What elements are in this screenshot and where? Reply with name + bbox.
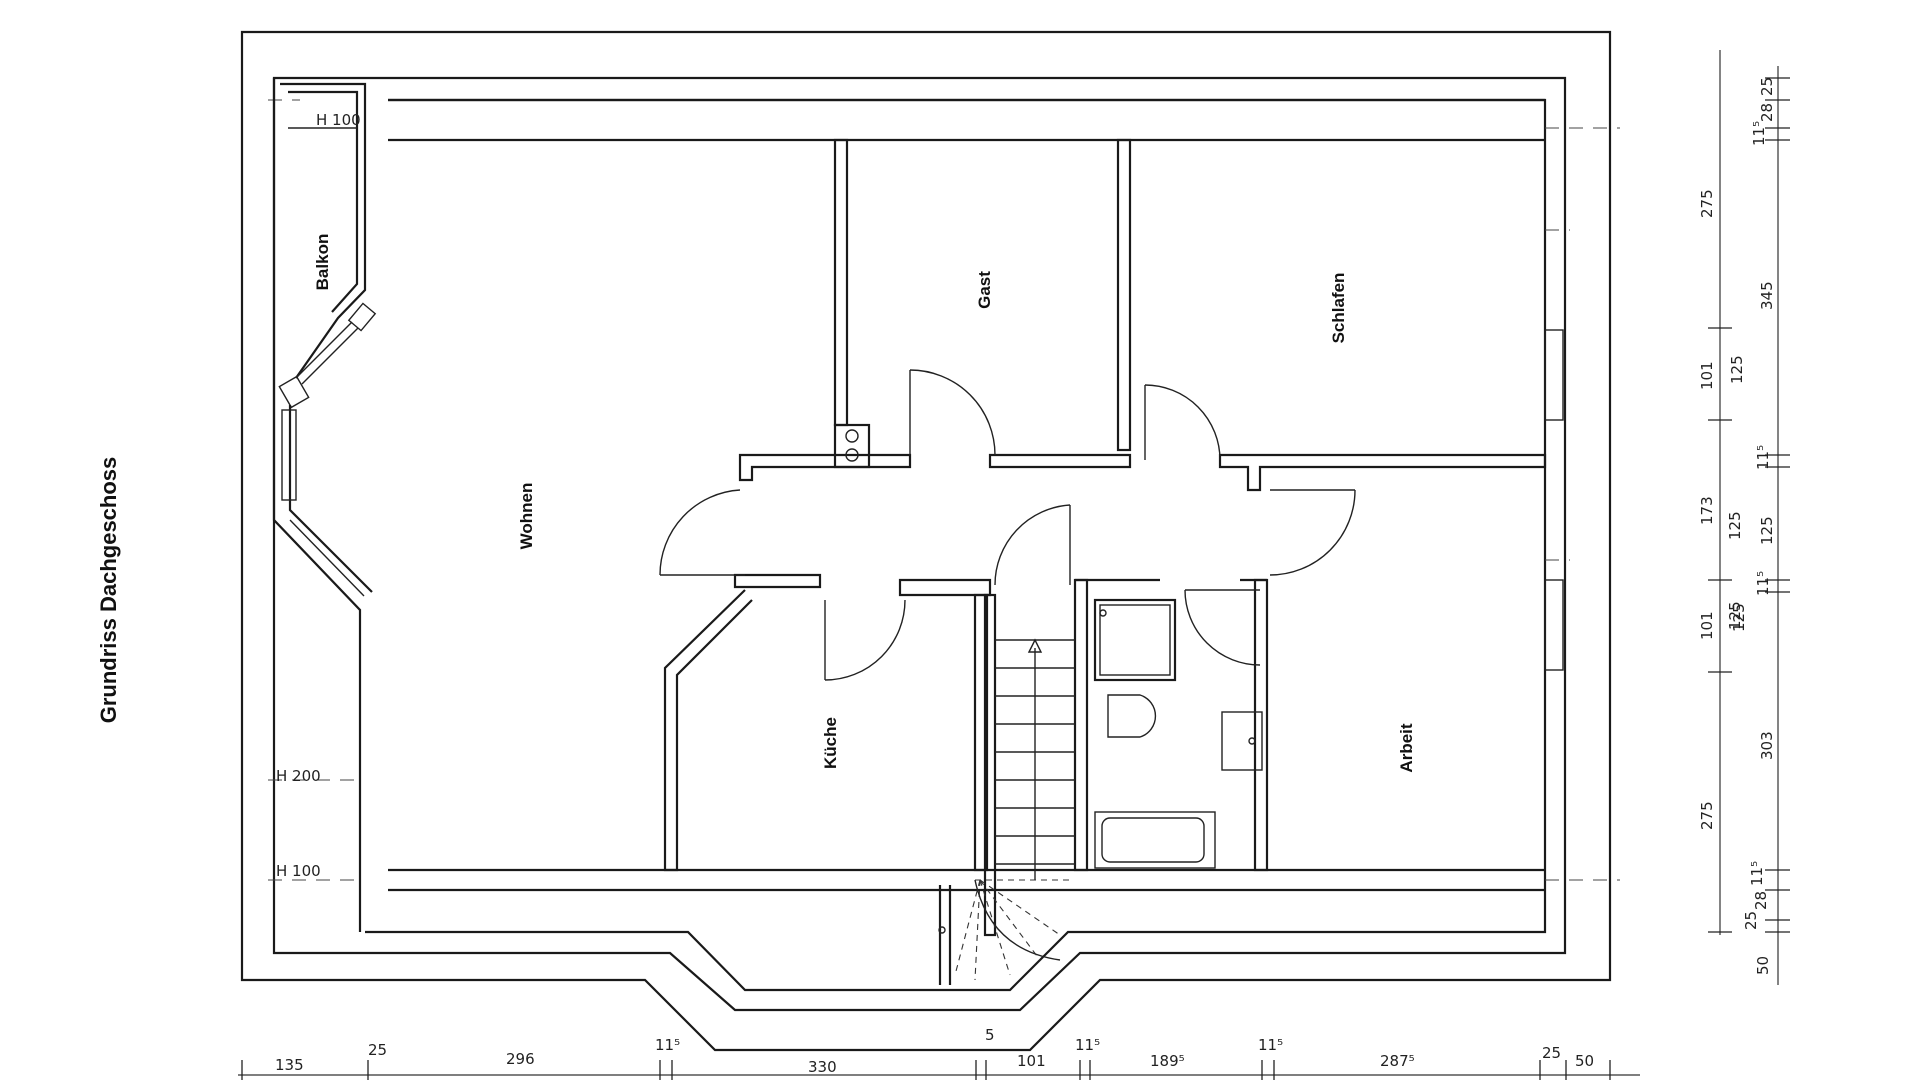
height-mark-left-h200: H 200 — [276, 767, 321, 785]
dim-right-outer-0: 25 — [1758, 77, 1776, 96]
room-label-arbeit: Arbeit — [1397, 723, 1416, 772]
room-label-schlafen: Schlafen — [1329, 273, 1348, 344]
dim-right-outer-8: 303 — [1758, 731, 1776, 760]
dim-bottom-1: 25 — [368, 1041, 387, 1059]
dim-right-inner-3: 173 — [1698, 496, 1716, 525]
dim-right-inner-2: 125 — [1728, 355, 1746, 384]
dim-bottom-12: 50 — [1575, 1052, 1594, 1070]
dim-right-inner-4: 125 — [1726, 511, 1744, 540]
dim-bottom-6: 101 — [1017, 1052, 1046, 1070]
room-label-wohnen: Wohnen — [517, 483, 536, 550]
dim-bottom-0: 135 — [275, 1056, 304, 1074]
right-dimension-line-inner: 275 101 125 173 125 101 125 275 — [1698, 50, 1746, 935]
balkon-area — [278, 82, 377, 409]
dim-bottom-3: 11⁵ — [655, 1036, 680, 1054]
dim-right-outer-3: 345 — [1758, 281, 1776, 310]
dim-right-outer-2: 11⁵ — [1750, 121, 1768, 146]
dim-bottom-5: 5 — [985, 1026, 995, 1044]
outer-frame — [240, 30, 1612, 1052]
knee-wall-lines — [268, 98, 1620, 892]
dim-bottom-9: 11⁵ — [1258, 1036, 1283, 1054]
dim-right-inner-7: 275 — [1698, 801, 1716, 830]
dim-right-outer-9: 11⁵ — [1748, 861, 1766, 886]
dim-right-inner-1: 101 — [1698, 361, 1716, 390]
room-label-gast: Gast — [975, 271, 994, 309]
dim-bottom-2: 296 — [506, 1050, 535, 1068]
bottom-dimension-line: 135 25 296 11⁵ 330 5 101 11⁵ 189⁵ 11⁵ 28… — [238, 1026, 1640, 1080]
dim-right-inner-6: 125 — [1726, 601, 1744, 630]
dim-bottom-10: 287⁵ — [1380, 1052, 1415, 1070]
height-mark-left-h100: H 100 — [276, 862, 321, 880]
bathroom-fixtures — [1093, 598, 1263, 869]
dim-right-outer-12: 50 — [1754, 956, 1772, 975]
dim-bottom-11: 25 — [1542, 1044, 1561, 1062]
dim-bottom-7: 11⁵ — [1075, 1036, 1100, 1054]
dim-right-outer-7: 125 — [1730, 603, 1748, 632]
height-mark-balkon: H 100 — [316, 111, 361, 129]
right-dimension-line-outer: 25 28 11⁵ 345 11⁵ 125 11⁵ 125 303 11⁵ 28… — [1730, 66, 1790, 985]
dim-right-outer-11: 25 — [1742, 911, 1760, 930]
plan-title: Grundriss Dachgeschoss — [96, 457, 121, 724]
doors — [659, 369, 1356, 681]
left-bay-wall — [272, 78, 373, 932]
right-windows — [1544, 329, 1564, 671]
staircase — [938, 638, 1075, 981]
dim-right-outer-10: 28 — [1752, 891, 1770, 910]
dim-bottom-4: 330 — [808, 1058, 837, 1076]
dim-right-inner-0: 275 — [1698, 189, 1716, 218]
dim-right-outer-5: 125 — [1758, 516, 1776, 545]
room-label-kueche: Küche — [821, 717, 840, 769]
interior-walls — [663, 138, 1547, 985]
dim-right-inner-5: 101 — [1698, 611, 1716, 640]
room-label-balkon: Balkon — [313, 234, 332, 291]
chimney — [833, 423, 871, 469]
dim-right-outer-6: 11⁵ — [1754, 571, 1772, 596]
dim-bottom-8: 189⁵ — [1150, 1052, 1185, 1070]
dim-right-outer-1: 28 — [1758, 103, 1776, 122]
dim-right-outer-4: 11⁵ — [1754, 445, 1772, 470]
